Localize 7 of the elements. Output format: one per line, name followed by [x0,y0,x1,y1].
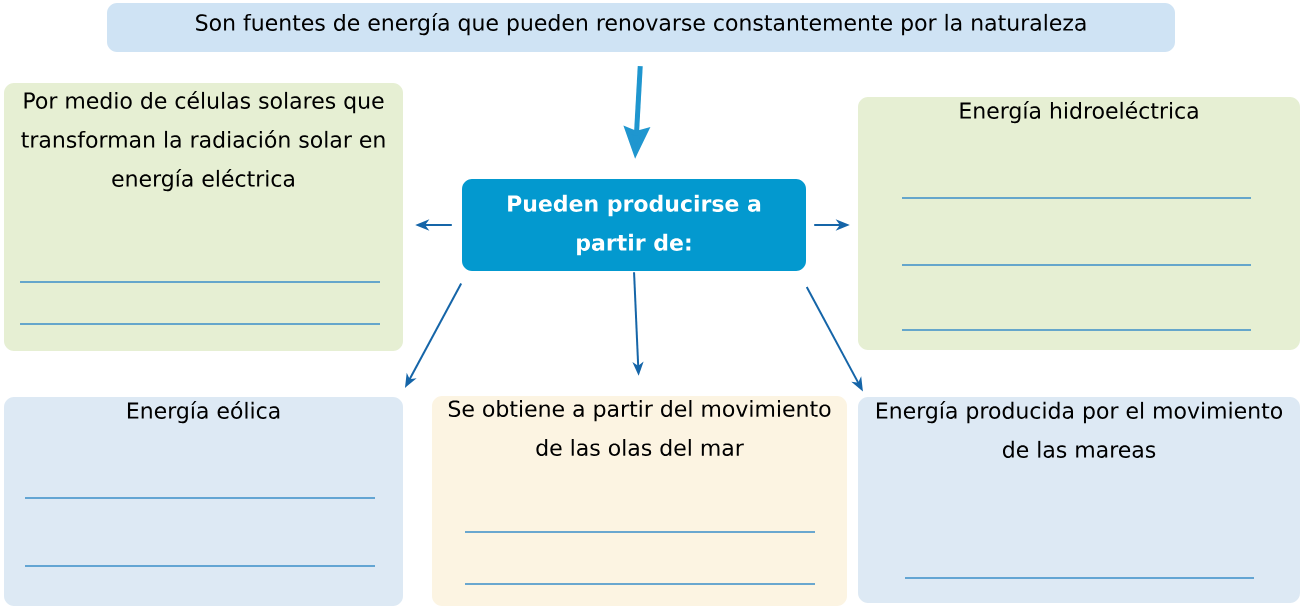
answer-card: Se obtiene a partir del movimiento de las olas del mar [432,396,847,606]
answer-card: Por medio de células solares que transforman la radiación solar en energía eléctrica [4,83,403,351]
answer-card: Energía hidroeléctrica [858,97,1300,350]
process-box: Pueden producirse a partir de: [462,179,806,271]
heading-box: Son fuentes de energía que pueden renovarse constantemente por la naturaleza [107,3,1175,52]
answer-card: Energía eólica [4,397,403,606]
answer-card: Energía producida por el movimiento de las mareas [858,397,1300,603]
